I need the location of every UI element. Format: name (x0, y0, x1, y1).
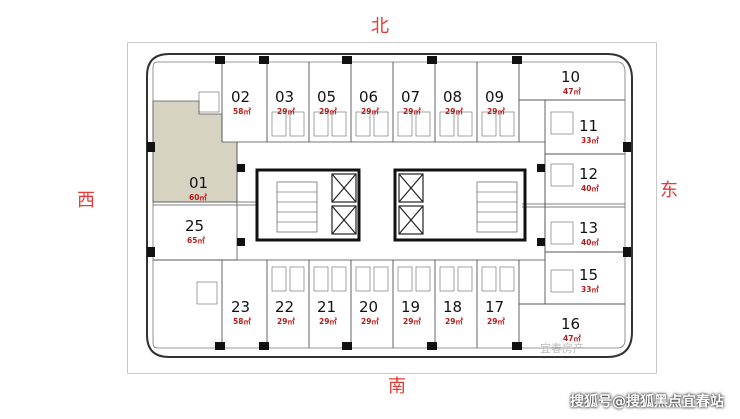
svg-text:58㎡: 58㎡ (233, 106, 251, 116)
structural-columns (147, 56, 631, 350)
svg-text:33㎡: 33㎡ (581, 135, 599, 145)
svg-text:60㎡: 60㎡ (189, 192, 207, 202)
svg-text:29㎡: 29㎡ (445, 316, 463, 326)
direction-north: 北 (371, 16, 389, 37)
svg-text:11: 11 (579, 117, 598, 135)
svg-text:18: 18 (443, 298, 462, 316)
svg-text:17: 17 (485, 298, 504, 316)
svg-text:47㎡: 47㎡ (563, 86, 581, 96)
svg-text:40㎡: 40㎡ (581, 183, 599, 193)
svg-text:29㎡: 29㎡ (277, 316, 295, 326)
svg-text:47㎡: 47㎡ (563, 333, 581, 343)
bathroom-blocks (196, 91, 574, 305)
svg-text:21: 21 (317, 298, 336, 316)
svg-text:07: 07 (401, 88, 420, 106)
svg-text:03: 03 (275, 88, 294, 106)
svg-text:01: 01 (189, 174, 208, 192)
svg-text:29㎡: 29㎡ (319, 106, 337, 116)
svg-text:29㎡: 29㎡ (319, 316, 337, 326)
svg-text:29㎡: 29㎡ (445, 106, 463, 116)
svg-text:06: 06 (359, 88, 378, 106)
svg-text:29㎡: 29㎡ (487, 316, 505, 326)
svg-text:12: 12 (579, 165, 598, 183)
direction-south: 南 (388, 376, 406, 397)
svg-text:22: 22 (275, 298, 294, 316)
svg-text:29㎡: 29㎡ (361, 106, 379, 116)
east-unit-walls (544, 100, 625, 304)
building-outline (146, 53, 633, 358)
svg-text:65㎡: 65㎡ (187, 235, 205, 245)
svg-text:33㎡: 33㎡ (581, 284, 599, 294)
svg-text:15: 15 (579, 266, 598, 284)
svg-text:29㎡: 29㎡ (487, 106, 505, 116)
svg-text:20: 20 (359, 298, 378, 316)
svg-text:13: 13 (579, 219, 598, 237)
svg-text:29㎡: 29㎡ (361, 316, 379, 326)
svg-text:23: 23 (231, 298, 250, 316)
svg-text:02: 02 (231, 88, 250, 106)
svg-text:09: 09 (485, 88, 504, 106)
svg-text:29㎡: 29㎡ (403, 316, 421, 326)
inner-watermark: 宜春房产 (540, 342, 584, 355)
svg-text:16: 16 (561, 315, 580, 333)
svg-text:19: 19 (401, 298, 420, 316)
direction-east: 东 (660, 180, 678, 201)
svg-text:29㎡: 29㎡ (277, 106, 295, 116)
floor-plan-frame (127, 42, 657, 374)
svg-text:25: 25 (185, 217, 204, 235)
building-core (255, 168, 527, 242)
south-unit-walls (221, 260, 625, 348)
svg-text:58㎡: 58㎡ (233, 316, 251, 326)
svg-text:08: 08 (443, 88, 462, 106)
svg-text:29㎡: 29㎡ (403, 106, 421, 116)
svg-text:10: 10 (561, 68, 580, 86)
svg-text:40㎡: 40㎡ (581, 237, 599, 247)
direction-west: 西 (77, 190, 95, 211)
corridor-lines (153, 141, 625, 261)
north-unit-walls (221, 62, 625, 142)
svg-text:05: 05 (317, 88, 336, 106)
bottom-watermark: 搜狐号@搜狐黑点宜春站 (570, 394, 724, 410)
